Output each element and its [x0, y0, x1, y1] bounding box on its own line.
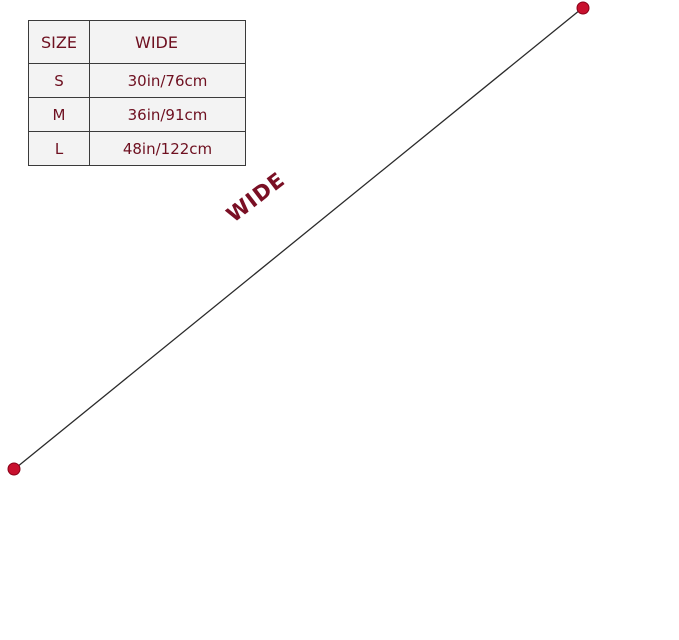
flamingo-motif — [6, 378, 229, 578]
dimension-endpoint-right — [576, 1, 590, 15]
flamingo-motif — [426, 233, 620, 369]
size-cell: S — [28, 63, 90, 98]
header-wide: WIDE — [89, 20, 246, 64]
ribbon-bows — [314, 286, 545, 510]
size-cell: M — [28, 97, 90, 132]
size-cell: L — [28, 131, 90, 166]
table-row: S 30in/76cm — [28, 63, 246, 98]
size-chart-header-row: SIZE WIDE — [28, 20, 246, 64]
dimension-endpoint-left — [7, 462, 21, 476]
flamingo-motif — [354, 344, 579, 555]
flamingo-motif — [202, 421, 345, 625]
dimension-line — [16, 9, 581, 468]
header-size: SIZE — [28, 20, 90, 64]
size-chart-table: SIZE WIDE S 30in/76cm M 36in/91cm L 48in… — [28, 20, 246, 166]
flamingo-motif — [416, 5, 545, 189]
table-row: L 48in/122cm — [28, 131, 246, 166]
wide-cell: 48in/122cm — [89, 131, 246, 166]
wide-cell: 30in/76cm — [89, 63, 246, 98]
table-row: M 36in/91cm — [28, 97, 246, 132]
wide-cell: 36in/91cm — [89, 97, 246, 132]
